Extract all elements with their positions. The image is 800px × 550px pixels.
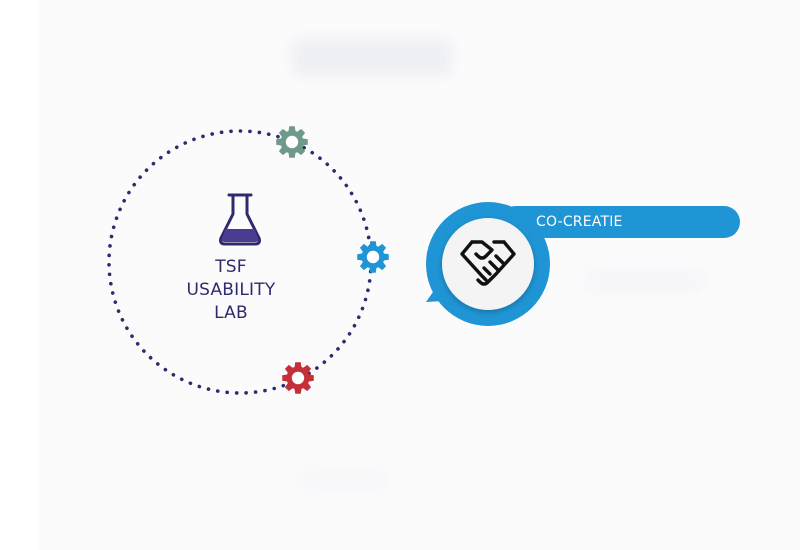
co-creatie-label: CO-CREATIE <box>536 214 623 230</box>
faded-ghost-title <box>292 38 452 76</box>
faded-ghost-shape <box>585 268 705 294</box>
flask-icon <box>219 193 261 246</box>
gear-icon-blue <box>357 241 389 273</box>
handshake-icon <box>460 240 516 286</box>
faded-ghost-shape <box>300 470 390 490</box>
lab-title-line-2: USABILITY <box>186 280 276 300</box>
lab-title-line-3: LAB <box>214 303 248 323</box>
badge-inner-circle <box>442 218 534 310</box>
lab-title-line-1: TSF <box>215 257 247 277</box>
gear-icon-green <box>276 126 308 158</box>
lab-title: TSF USABILITY LAB <box>175 256 287 325</box>
gear-icon-red <box>282 362 314 394</box>
gear-hole <box>285 135 299 149</box>
co-creatie-banner <box>500 206 740 238</box>
badge-pointer-tail <box>426 282 462 302</box>
gear-hole <box>366 250 380 264</box>
co-creatie-badge <box>426 202 740 326</box>
background-panel <box>38 0 800 550</box>
gear-hole <box>291 371 305 385</box>
